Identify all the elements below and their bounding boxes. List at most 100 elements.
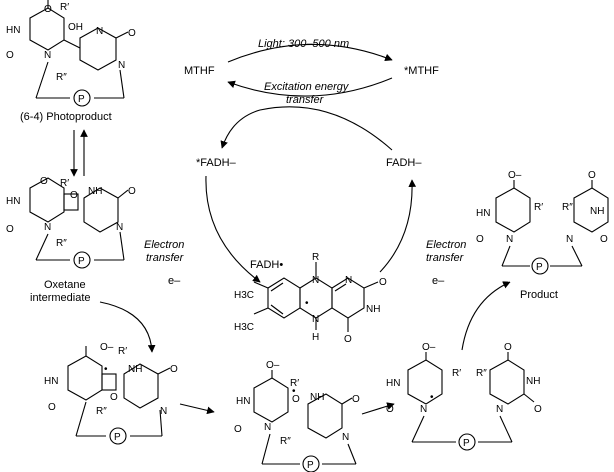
oxetane-structure: O R′ HN O N O NH O N R″ P Oxetane interm… xyxy=(6,176,136,304)
svg-text:O: O xyxy=(352,394,360,405)
svg-text:R″: R″ xyxy=(56,238,67,249)
svg-text:R′: R′ xyxy=(290,378,299,389)
fadh-reduced-label: FADH– xyxy=(386,157,422,169)
split-pyrimidine-radical-structure: O– HN O N • R′ R″ O NH O N P xyxy=(386,342,542,451)
svg-text:N: N xyxy=(44,222,51,233)
svg-text:O–: O– xyxy=(508,170,522,181)
svg-text:NH: NH xyxy=(128,364,142,375)
svg-text:P: P xyxy=(463,438,470,449)
svg-text:•: • xyxy=(104,364,108,375)
svg-text:R: R xyxy=(312,252,319,263)
svg-text:O: O xyxy=(534,404,542,415)
ring-opened-intermediate-structure: O– R′ HN O N O • NH O N R″ P xyxy=(234,360,360,472)
svg-text:R″: R″ xyxy=(562,202,573,213)
svg-text:O: O xyxy=(128,28,136,39)
svg-text:O–: O– xyxy=(100,342,114,353)
svg-text:R″: R″ xyxy=(56,72,67,83)
electron-right-label: e– xyxy=(432,275,445,287)
svg-text:N: N xyxy=(312,275,319,286)
svg-text:NH: NH xyxy=(526,376,540,387)
cycle-top-arc xyxy=(220,106,393,151)
svg-text:O: O xyxy=(504,342,512,353)
oxetane-label-1: Oxetane xyxy=(44,279,86,291)
mthf-label: MTHF xyxy=(184,65,215,77)
svg-text:O: O xyxy=(128,186,136,197)
svg-text:H: H xyxy=(312,332,319,343)
fadh-excited-label: *FADH– xyxy=(196,157,237,169)
svg-text:R″: R″ xyxy=(96,406,107,417)
phosphate-icon xyxy=(531,257,549,275)
svg-text:N: N xyxy=(118,60,125,71)
svg-text:R′: R′ xyxy=(534,202,543,213)
svg-text:HN: HN xyxy=(386,378,400,389)
electron-left-label: e– xyxy=(168,275,181,287)
svg-text:O: O xyxy=(6,224,14,235)
svg-text:O: O xyxy=(70,190,78,201)
excitation-label-1: Excitation energy xyxy=(264,81,350,93)
cycle-left-descent xyxy=(205,175,261,283)
svg-text:HN: HN xyxy=(6,25,20,36)
svg-text:NH: NH xyxy=(366,304,380,315)
svg-text:R′: R′ xyxy=(60,2,69,13)
svg-text:O: O xyxy=(170,364,178,375)
svg-text:N: N xyxy=(506,234,513,245)
phosphate-icon xyxy=(109,427,127,445)
svg-text:P: P xyxy=(114,432,121,443)
svg-text:HN: HN xyxy=(236,396,250,407)
methyl-label-1: H3C xyxy=(234,290,254,301)
svg-text:N: N xyxy=(44,50,51,61)
svg-text:N: N xyxy=(345,275,352,286)
svg-text:N: N xyxy=(496,404,503,415)
svg-text:O: O xyxy=(44,4,52,15)
svg-text:O: O xyxy=(48,402,56,413)
svg-text:R″: R″ xyxy=(280,436,291,447)
electron-transfer-right-2: transfer xyxy=(426,252,465,264)
light-absorption-arrow xyxy=(227,43,393,63)
svg-text:N: N xyxy=(420,404,427,415)
svg-text:O: O xyxy=(600,234,608,245)
svg-text:N: N xyxy=(342,432,349,443)
oxetane-to-anion-arrow xyxy=(99,301,156,353)
oxetane-radical-anion-structure: O– R′ HN O • O NH O N R″ P xyxy=(44,342,178,445)
electron-transfer-left-2: transfer xyxy=(146,252,185,264)
svg-text:N: N xyxy=(264,422,271,433)
oxetane-label-2: intermediate xyxy=(30,292,91,304)
electron-transfer-right-1: Electron xyxy=(426,239,466,251)
product-structure: O– HN O N R′ R″ O NH O N P Product xyxy=(476,170,609,301)
svg-text:N: N xyxy=(116,222,123,233)
svg-text:OH: OH xyxy=(68,22,83,33)
photoproduct-label: (6-4) Photoproduct xyxy=(20,111,112,123)
fadh-radical-structure: FADH• R N N H • N NH O O H3C H3C xyxy=(234,252,387,345)
svg-text:NH: NH xyxy=(590,206,604,217)
split-to-product-arrow xyxy=(461,281,511,351)
svg-text:R″: R″ xyxy=(476,368,487,379)
svg-text:O: O xyxy=(476,234,484,245)
phosphate-icon xyxy=(73,251,91,269)
electron-transfer-left-1: Electron xyxy=(144,239,184,251)
photoproduct-structure: O HN O R′ OH N N O N R″ P (6-4) Photopro… xyxy=(6,0,136,123)
svg-text:HN: HN xyxy=(6,196,20,207)
fadh-radical-label: FADH• xyxy=(250,259,283,271)
phosphate-icon xyxy=(302,455,320,472)
excitation-label-2: transfer xyxy=(286,94,325,106)
svg-text:N: N xyxy=(566,234,573,245)
light-harvesting-cycle: Light: 300–500 nm Excitation energy tran… xyxy=(184,38,439,106)
methyl-label-2: H3C xyxy=(234,322,254,333)
svg-text:O: O xyxy=(386,404,394,415)
svg-text:P: P xyxy=(78,256,85,267)
svg-text:N: N xyxy=(96,26,103,37)
svg-text:•: • xyxy=(305,298,309,309)
mthf-excited-label: *MTHF xyxy=(404,65,439,77)
svg-text:O: O xyxy=(379,277,387,288)
svg-text:O: O xyxy=(40,176,48,187)
svg-text:O–: O– xyxy=(266,360,280,371)
phosphate-icon xyxy=(73,89,91,107)
light-label: Light: 300–500 nm xyxy=(258,38,349,50)
svg-text:O–: O– xyxy=(422,342,436,353)
svg-text:O: O xyxy=(110,392,118,403)
svg-text:NH: NH xyxy=(88,186,102,197)
svg-text:O: O xyxy=(344,334,352,345)
svg-text:P: P xyxy=(307,460,314,471)
svg-text:P: P xyxy=(536,262,543,273)
